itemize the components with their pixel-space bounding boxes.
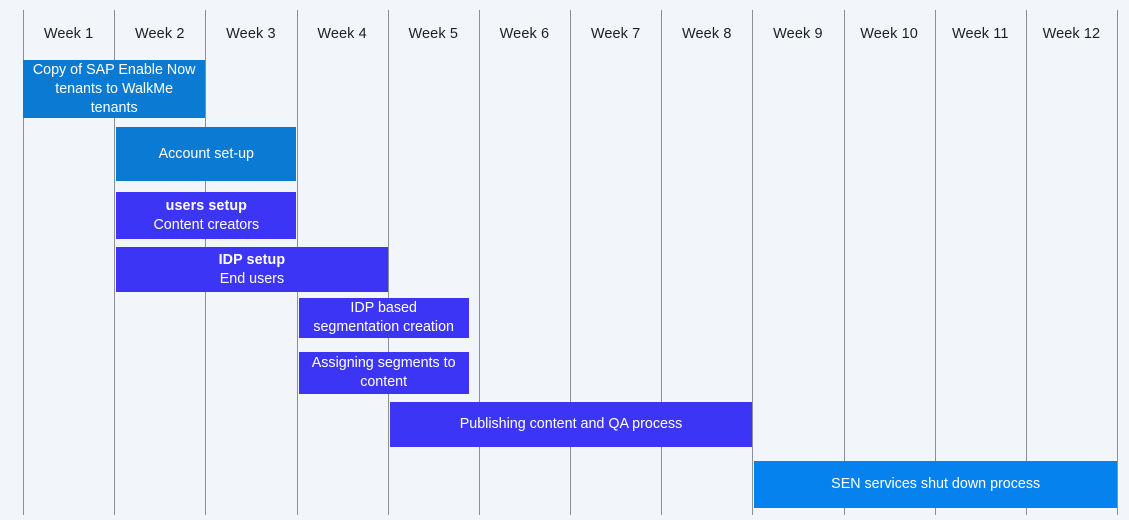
grid-line	[1117, 10, 1118, 515]
week-header-cell: Week 9	[773, 26, 823, 42]
gantt-bar[interactable]: Publishing content and QA process	[389, 402, 753, 447]
gantt-bar-text: Assigning segments to content	[307, 354, 461, 392]
gantt-bar-label: IDP based segmentation creation	[313, 300, 454, 335]
gantt-bar-subtitle: End users	[219, 270, 285, 287]
grid-line	[479, 10, 480, 515]
week-header-cell: Week 3	[226, 26, 276, 42]
week-header-cell: Week 12	[1042, 26, 1101, 42]
gantt-bar-title: IDP setup	[218, 251, 286, 268]
week-header-cell: Week 1	[43, 26, 94, 42]
week-header-cell: Week 8	[681, 26, 732, 42]
gantt-bar-label: Account set-up	[158, 145, 254, 162]
grid-line	[1026, 10, 1027, 515]
gantt-bar[interactable]: Account set-up	[116, 127, 297, 181]
week-header-cell: Week 10	[860, 26, 918, 42]
grid-line	[570, 10, 571, 515]
week-header-cell: Week 2	[134, 26, 185, 42]
week-header-cell: Week 4	[317, 26, 367, 42]
gantt-bar-label: Assigning segments to content	[311, 355, 456, 390]
grid-line	[23, 10, 24, 515]
gantt-bar-title: users setup	[165, 197, 247, 214]
grid-line	[661, 10, 662, 515]
gantt-bar[interactable]: SEN services shut down process	[754, 461, 1117, 508]
gantt-bar-text: Publishing content and QA process	[398, 415, 745, 434]
gantt-bar-text: Copy of SAP Enable Now tenants to WalkMe…	[31, 61, 197, 118]
gantt-bar[interactable]: Assigning segments to content	[298, 352, 469, 394]
gantt-bar-text: Account set-up	[124, 145, 288, 164]
grid-line	[935, 10, 936, 515]
gantt-bar-text: IDP based segmentation creation	[307, 299, 461, 337]
gantt-bar-subtitle: Content creators	[153, 216, 260, 233]
grid-line	[388, 10, 389, 515]
grid-line	[844, 10, 845, 515]
week-header-row: Week 1 Week 2 Week 3 Week 4 Week 5 Week 6 Week…	[23, 10, 1117, 58]
grid-line	[114, 10, 115, 515]
week-header-cell: Week 11	[951, 26, 1009, 42]
week-header-cell: Week 5	[408, 26, 458, 42]
gantt-bar[interactable]: Copy of SAP Enable Now tenants to WalkMe…	[23, 60, 206, 118]
gantt-bar-label: Publishing content and QA process	[459, 416, 683, 432]
gantt-bar-label: Copy of SAP Enable Now tenants to WalkMe…	[32, 61, 196, 116]
gantt-bar[interactable]: IDP based segmentation creation	[298, 298, 469, 338]
gantt-bar-label: SEN services shut down process	[831, 476, 1041, 492]
week-header-cell: Week 6	[499, 26, 550, 42]
gantt-bar-text: SEN services shut down process	[762, 475, 1109, 494]
week-header-cell: Week 7	[590, 26, 641, 42]
grid-line	[752, 10, 753, 515]
